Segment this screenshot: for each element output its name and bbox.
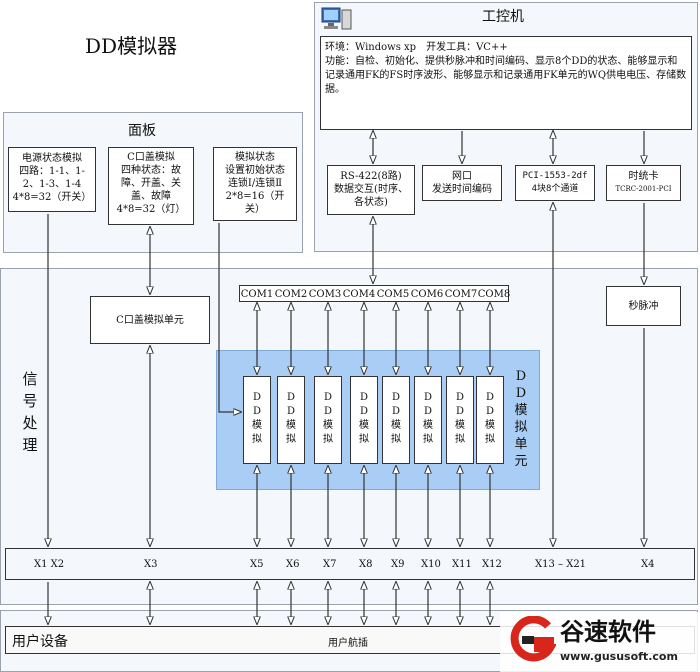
dd-sim-unit: D D 模 拟 (446, 376, 474, 464)
connector-label: X13 – X21 (535, 559, 587, 570)
ipc-icon (320, 6, 354, 32)
panel-title: 面板 (128, 123, 156, 139)
power-state-box: 电源状态模拟 四路：1-1、1- 2、1-3、1-4 4*8=32（开关） (8, 147, 96, 212)
com-port-label: COM6 (410, 289, 444, 300)
connector-label: X5 (250, 559, 264, 570)
connector-label: X7 (323, 559, 337, 570)
dd-sim-unit: D D 模 拟 (350, 376, 378, 464)
pps-label: 秒脉冲 (628, 301, 659, 312)
pci-label: PCI-1553-2df 4块8个通道 (522, 171, 588, 194)
com-port-label: COM5 (376, 289, 410, 300)
com-port-label: COM2 (274, 289, 308, 300)
com-port-label: COM7 (444, 289, 478, 300)
c-cover-box: C口盖模拟 四种状态：故 障、开盖、关 盖、故障 4*8=32（灯） (108, 147, 194, 225)
timing-card-model: TCRC-2001-PCI (615, 185, 672, 193)
watermark: 谷速软件 www.gususoft.com (500, 612, 700, 672)
dd-sim-unit: D D 模 拟 (314, 376, 342, 464)
connector-label: X8 (359, 559, 373, 570)
connector-label: X9 (391, 559, 405, 570)
dd-sim-unit: D D 模 拟 (414, 376, 442, 464)
com-ports-box (239, 285, 509, 302)
pci-box: PCI-1553-2df 4块8个通道 (515, 165, 595, 201)
connector-label: X1 X2 (34, 559, 65, 570)
ipc-description: 环境：Windows xp 开发工具：VC++ 功能：自检、初始化、提供秒脉冲和… (325, 42, 687, 95)
com-port-label: COM4 (342, 289, 376, 300)
dd-sim-unit: D D 模 拟 (476, 376, 504, 464)
ipc-title: 工控机 (482, 9, 524, 25)
com-port-label: COM1 (240, 289, 274, 300)
page-title: DD模拟器 (85, 34, 178, 58)
sim-state-label: 模拟状态 设置初始状态 连锁Ⅰ/连锁Ⅱ 2*8=16（开 关） (225, 152, 285, 215)
user-plug-label: 用户航插 (328, 638, 368, 649)
com-port-label: COM3 (308, 289, 342, 300)
connector-label: X10 (421, 559, 441, 570)
watermark-url: www.gususoft.com (560, 650, 678, 663)
arrow-sim-dd (218, 223, 241, 412)
dd-sim-unit: D D 模 拟 (382, 376, 410, 464)
power-state-label: 电源状态模拟 四路：1-1、1- 2、1-3、1-4 4*8=32（开关） (12, 153, 92, 203)
gususoft-logo-icon (508, 616, 556, 664)
network-box: 网口 发送时间编码 (422, 165, 502, 201)
signal-processing-label: 信 号 处 理 (22, 370, 38, 454)
rs422-box: RS-422(8路) 数据交互(时序、 各状态) (327, 165, 415, 215)
timing-card-box: 时统卡 TCRC-2001-PCI (606, 165, 681, 201)
dd-sim-unit: D D 模 拟 (277, 376, 305, 464)
c-cover-unit-label: C口盖模拟单元 (116, 315, 184, 326)
c-cover-label: C口盖模拟 四种状态：故 障、开盖、关 盖、故障 4*8=32（灯） (116, 152, 186, 215)
network-label: 网口 发送时间编码 (432, 171, 492, 195)
rs422-label: RS-422(8路) 数据交互(时序、 各状态) (334, 171, 408, 208)
connector-label: X11 (452, 559, 472, 570)
connector-label: X4 (641, 559, 655, 570)
user-device-label: 用户设备 (12, 634, 68, 650)
watermark-brand: 谷速软件 (560, 618, 656, 646)
c-cover-unit-box: C口盖模拟单元 (90, 296, 210, 344)
timing-card-label: 时统卡 (628, 171, 659, 182)
dd-group-label: D D 模 拟 单 元 (514, 369, 528, 469)
pps-box: 秒脉冲 (606, 286, 681, 326)
connector-label: X12 (482, 559, 502, 570)
dd-sim-unit: D D 模 拟 (243, 376, 271, 464)
com-port-label: COM8 (477, 289, 511, 300)
connector-label: X3 (144, 559, 158, 570)
connector-bar (5, 548, 695, 580)
sim-state-box: 模拟状态 设置初始状态 连锁Ⅰ/连锁Ⅱ 2*8=16（开 关） (213, 147, 297, 221)
connector-label: X6 (286, 559, 300, 570)
ipc-description-box: 环境：Windows xp 开发工具：VC++ 功能：自检、初始化、提供秒脉冲和… (320, 36, 692, 130)
